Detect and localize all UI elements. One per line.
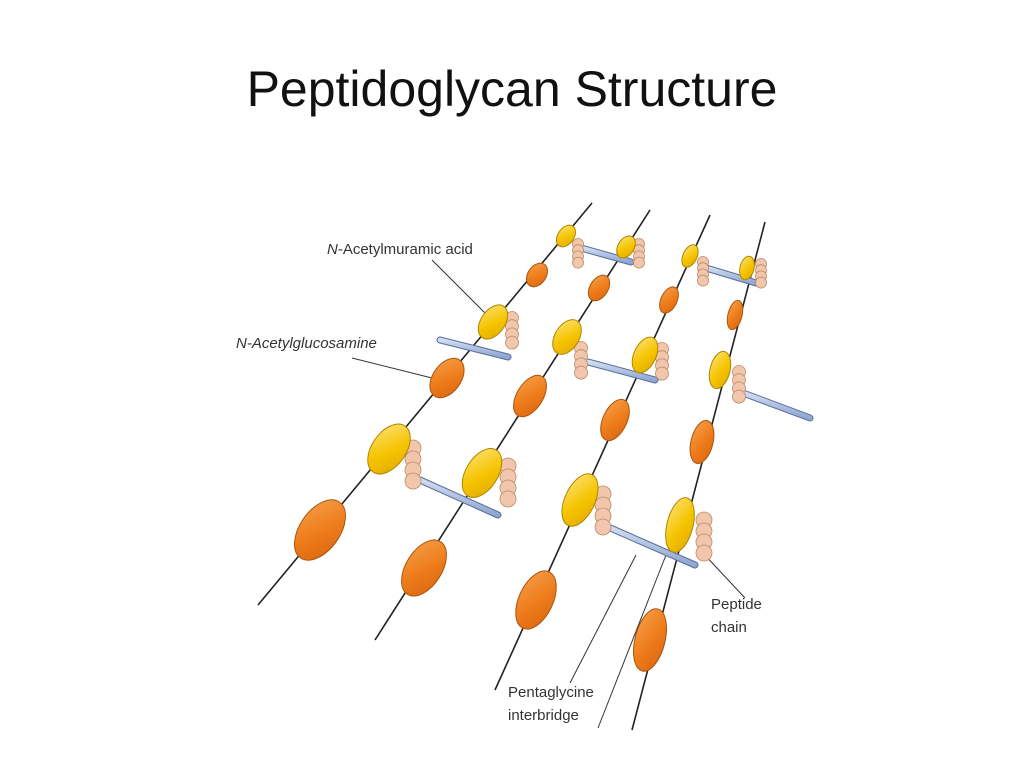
nam-label-rest: -Acetylmuramic acid (338, 241, 473, 258)
amino-acid-bead (655, 366, 669, 381)
nam-sugar (477, 304, 509, 340)
nag-sugar (401, 539, 447, 597)
nam-sugar (552, 319, 582, 355)
nag-sugar (689, 419, 715, 465)
nam-sugars (367, 224, 755, 553)
nag-sugar (515, 570, 557, 630)
nam-label: N-Acetylmuramic acid (327, 241, 473, 258)
nag-sugar (587, 274, 611, 302)
amino-acid-bead (574, 365, 588, 380)
amino-acid-bead (594, 518, 612, 536)
pentaglycine-label-line1: Pentaglycine (508, 684, 594, 701)
amino-acid-bead (505, 335, 519, 350)
amino-acid-bead (755, 276, 767, 289)
nam-sugar (367, 423, 411, 475)
nam-sugar (681, 244, 699, 268)
nam-sugar (561, 473, 599, 527)
amino-acid-bead (404, 472, 422, 490)
nag-leader-line (351, 357, 441, 381)
nag-sugar (294, 499, 346, 561)
diagram-labels: N-Acetylmuramic acid N-Acetylglucosamine… (236, 241, 762, 724)
bridge-3 (436, 336, 512, 361)
peptide-chain-label-line2: chain (711, 619, 747, 636)
bridge-6 (416, 476, 502, 519)
nam-sugar (616, 235, 636, 259)
bridge-2 (702, 264, 760, 287)
nam-sugar (461, 448, 503, 498)
leader-lines (351, 259, 746, 729)
amino-acid-bead (732, 389, 746, 404)
bridge-4 (584, 358, 659, 384)
pentaglycine-bridges (416, 244, 814, 569)
nag-sugar (600, 398, 630, 442)
nag-sugars (294, 262, 744, 672)
nam-sugar (631, 336, 659, 374)
amino-acid-bead (572, 256, 584, 269)
peptide-chain-label-line1: Peptide (711, 596, 762, 613)
bridge-1 (577, 244, 635, 266)
amino-acid-bead (695, 544, 713, 562)
nag-sugar (659, 286, 679, 314)
page-title: Peptidoglycan Structure (246, 61, 778, 117)
nam-sugar (555, 224, 577, 248)
amino-acid-bead (499, 490, 517, 508)
amino-acid-bead (697, 274, 709, 287)
nag-sugar (526, 262, 548, 288)
nag-sugar (429, 357, 465, 399)
bridge-7 (604, 523, 699, 569)
nam-sugar (739, 255, 755, 281)
bridge-5 (739, 389, 814, 422)
penta-leader-line-a (569, 554, 637, 684)
nag-sugar (726, 299, 744, 331)
nag-sugar (633, 608, 667, 672)
nam-label-prefix: N (327, 241, 338, 258)
nam-sugar (665, 497, 695, 553)
peptide-leader-line (701, 551, 746, 599)
nam-leader-line (431, 259, 491, 319)
pentaglycine-label-line2: interbridge (508, 707, 579, 724)
amino-acid-bead (633, 256, 645, 269)
penta-leader-line-b (597, 554, 667, 729)
nam-sugar (708, 350, 732, 390)
nag-sugar (513, 374, 547, 418)
nag-label: N-Acetylglucosamine (236, 335, 377, 352)
